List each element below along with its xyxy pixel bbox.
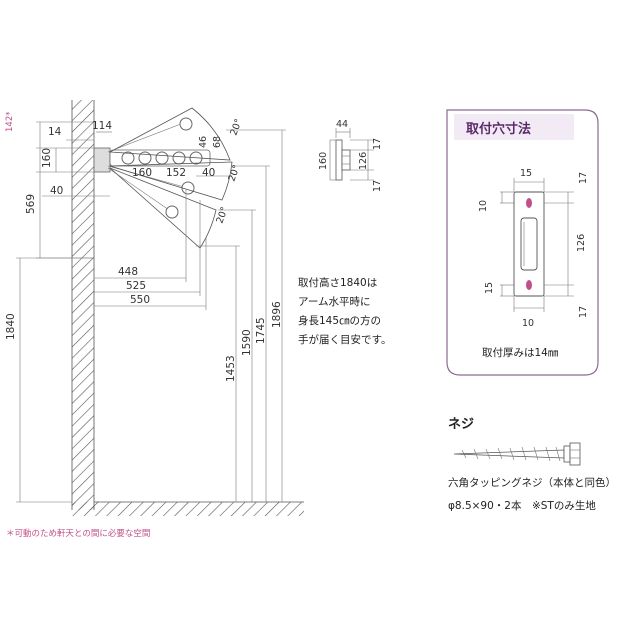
dim-1745: 1745 bbox=[255, 317, 267, 344]
dim-1453: 1453 bbox=[225, 355, 237, 382]
dim-160b: 160 bbox=[132, 167, 152, 179]
screw-title: ネジ bbox=[448, 417, 474, 432]
note-line-1: 取付高さ1840は bbox=[298, 276, 377, 289]
screw-description: 六角タッピングネジ（本体と同色） bbox=[448, 476, 616, 489]
screw-icon bbox=[453, 442, 581, 466]
note-line-4: 手が届く目安です。 bbox=[298, 333, 391, 346]
footnote: ＊可動のため軒天との間に必要な空間 bbox=[6, 528, 150, 539]
dim-14: 14 bbox=[48, 126, 62, 138]
dim-525: 525 bbox=[126, 280, 146, 292]
dim-550: 550 bbox=[130, 294, 150, 306]
mount-dim-15-top: 15 bbox=[520, 168, 532, 179]
mount-plate-diagram bbox=[500, 178, 574, 312]
dim-114: 114 bbox=[92, 120, 112, 132]
bracket-side-view bbox=[329, 128, 374, 181]
side-dim-17-bottom: 17 bbox=[372, 180, 383, 192]
floor bbox=[72, 501, 304, 516]
mount-dim-10-bottom: 10 bbox=[522, 318, 534, 329]
angle-lower: 20° bbox=[214, 205, 230, 225]
screw-spec: φ8.5×90・2本 ※STのみ生地 bbox=[448, 499, 596, 512]
note-line-3: 身長145㎝の方の bbox=[298, 314, 381, 327]
mount-dim-126: 126 bbox=[576, 234, 587, 252]
dim-569: 569 bbox=[25, 194, 37, 214]
dim-40b: 40 bbox=[202, 167, 215, 179]
dim-68: 68 bbox=[212, 136, 223, 148]
dim-1896: 1896 bbox=[271, 301, 283, 328]
side-dim-126: 126 bbox=[358, 152, 369, 170]
angle-middle: 20° bbox=[226, 163, 242, 183]
mount-dim-10-top: 10 bbox=[478, 200, 489, 212]
mount-dim-17-bottom: 17 bbox=[578, 306, 589, 318]
dimension-lines bbox=[16, 121, 286, 503]
dim-1840: 1840 bbox=[5, 313, 17, 340]
wall bbox=[71, 100, 95, 510]
mount-dim-15-bottom: 15 bbox=[484, 282, 495, 294]
dim-152: 152 bbox=[166, 167, 186, 179]
side-dim-17-top: 17 bbox=[372, 138, 383, 150]
angle-upper: 20° bbox=[228, 117, 244, 137]
dim-46: 46 bbox=[198, 136, 209, 148]
side-dim-160: 160 bbox=[318, 152, 329, 170]
note-line-2: アーム水平時に bbox=[298, 296, 371, 308]
mount-hole-title: 取付穴寸法 bbox=[466, 121, 531, 137]
dim-1590: 1590 bbox=[241, 329, 253, 356]
dim-448: 448 bbox=[118, 266, 138, 278]
side-dim-44: 44 bbox=[336, 119, 348, 130]
clearance-mark: 142* bbox=[5, 112, 15, 132]
mount-dim-17-top: 17 bbox=[578, 172, 589, 184]
dim-160: 160 bbox=[41, 148, 53, 168]
mount-thickness-note: 取付厚みは14㎜ bbox=[482, 346, 559, 359]
dim-40: 40 bbox=[50, 185, 63, 197]
install-height-note: 取付高さ1840は アーム水平時に 身長145㎝の方の 手が届く目安です。 bbox=[298, 276, 391, 346]
